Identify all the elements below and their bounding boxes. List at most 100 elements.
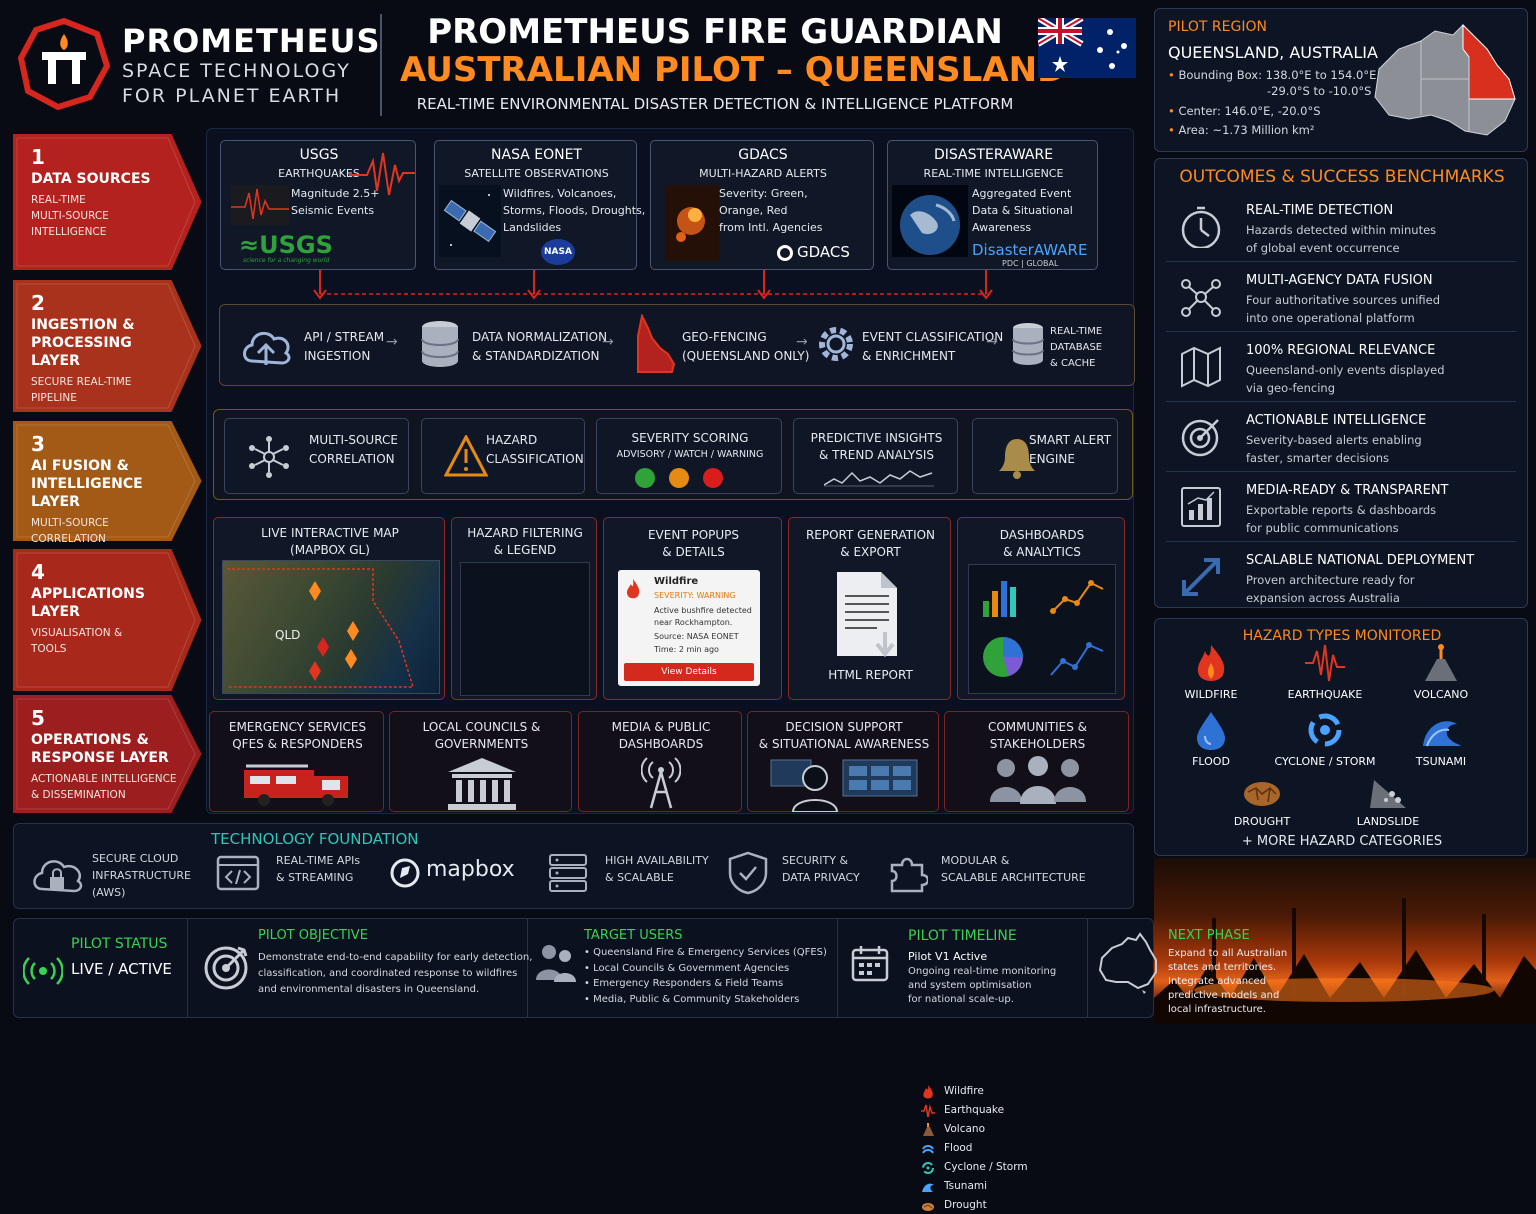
timeline-line-4: for national scale-up. — [908, 994, 1014, 1005]
users-icon — [536, 945, 576, 982]
hazard-type-landslide: LANDSLIDE — [1356, 815, 1420, 828]
tech-item-label: HIGH AVAILABILITY — [605, 854, 709, 867]
outcome-desc: Hazards detected within minutes — [1246, 223, 1437, 237]
gdacs-logo-ring — [777, 245, 793, 261]
hazards-heading: HAZARD TYPES MONITORED — [1242, 628, 1442, 644]
report-card: REPORT GENERATION & EXPORT HTML REPORT — [788, 517, 951, 700]
cloud-upload-icon — [243, 331, 291, 365]
puzzle-piece-icon — [890, 857, 928, 893]
cloud-lock-icon — [33, 860, 83, 893]
outcome-title: MEDIA-READY & TRANSPARENT — [1246, 483, 1449, 498]
layer-title: INGESTION & — [31, 317, 135, 333]
layer-subtitle: ACTIONABLE INTELLIGENCE — [31, 773, 177, 785]
layer-title: INTELLIGENCE — [31, 476, 143, 492]
report-title-2: & EXPORT — [840, 545, 901, 559]
main-subtitle: AUSTRALIAN PILOT – QUEENSLAND — [400, 50, 1066, 90]
fusion-label: ENGINE — [1029, 452, 1075, 466]
australia-map-icon — [1374, 23, 1516, 136]
filter-title-1: HAZARD FILTERING — [467, 526, 583, 540]
operations-card-2[interactable]: LOCAL COUNCILS &GOVERNMENTS — [389, 711, 572, 812]
database-cache-icon — [1012, 323, 1044, 365]
source-subtitle: MULTI-HAZARD ALERTS — [699, 167, 827, 180]
layer-chevron-shape — [13, 280, 202, 412]
target-user-item: • Emergency Responders & Field Teams — [584, 978, 784, 989]
flood-legend-icon — [922, 1145, 934, 1154]
ingestion-step-label: INGESTION — [304, 349, 371, 363]
tech-item-label: & STREAMING — [276, 871, 354, 884]
ingestion-step-label: (QUEENSLAND ONLY) — [682, 349, 810, 363]
operations-label: & SITUATIONAL AWARENESS — [758, 737, 930, 751]
legend-item-flood[interactable]: Flood — [944, 1142, 973, 1154]
brand-tagline-2: FOR PLANET EARTH — [122, 85, 342, 107]
live-map-view[interactable]: QLD — [222, 560, 440, 694]
main-tagline: REAL-TIME ENVIRONMENTAL DISASTER DETECTI… — [416, 95, 1014, 113]
operations-label: DASHBOARDS — [618, 737, 704, 751]
layer-number: 1 — [31, 145, 45, 169]
legend-item-wildfire[interactable]: Wildfire — [944, 1085, 984, 1097]
outcome-desc: faster, smarter decisions — [1246, 451, 1390, 465]
ingestion-step-label: GEO-FENCING — [682, 330, 767, 344]
legend-item-drought[interactable]: Drought — [944, 1199, 987, 1211]
queensland-map-icon — [637, 314, 676, 373]
layer-number: 4 — [31, 560, 45, 584]
ingestion-step-label: REAL-TIME — [1050, 326, 1103, 337]
popup-desc-2: near Rockhampton. — [654, 618, 733, 627]
seismograph-icon — [231, 185, 289, 225]
outcome-desc: of global event occurrence — [1246, 241, 1400, 255]
severity-watch-dot — [669, 468, 689, 488]
hazard-type-volcano: VOLCANO — [1413, 688, 1469, 701]
community-people-icon — [990, 756, 1086, 804]
layer-number: 2 — [31, 291, 45, 315]
legend-item-cyclone-storm[interactable]: Cyclone / Storm — [944, 1161, 1028, 1173]
pilot-region-heading: PILOT REGION — [1168, 19, 1267, 35]
legend-item-volcano[interactable]: Volcano — [944, 1123, 985, 1135]
event-popup[interactable]: Wildfire SEVERITY: WARNING Active bushfi… — [618, 570, 760, 686]
dashboards-card: DASHBOARDS & ANALYTICS — [957, 517, 1125, 700]
view-details-button[interactable]: View Details — [624, 663, 754, 681]
hazard-type-earthquake: EARTHQUAKE — [1287, 688, 1363, 701]
hazard-type-flood: FLOOD — [1192, 755, 1230, 768]
legend-item-earthquake[interactable]: Earthquake — [944, 1104, 1005, 1116]
fusion-card-4[interactable]: PREDICTIVE INSIGHTS& TREND ANALYSIS — [793, 418, 958, 494]
control-room-icon — [770, 759, 918, 812]
operations-label: STAKEHOLDERS — [989, 737, 1086, 751]
earth-globe-icon — [892, 185, 968, 257]
layer-title: LAYER — [31, 604, 80, 620]
layer-subtitle: SECURE REAL-TIME — [31, 376, 132, 388]
layer-title: DATA SOURCES — [31, 171, 151, 187]
outcome-desc: via geo-fencing — [1246, 381, 1335, 395]
operations-card-5[interactable]: COMMUNITIES &STAKEHOLDERS — [944, 711, 1129, 812]
tech-item-label: SECURITY & — [782, 854, 849, 867]
operations-card-4[interactable]: DECISION SUPPORT& SITUATIONAL AWARENESS — [747, 711, 939, 812]
legend-item-tsunami[interactable]: Tsunami — [944, 1180, 988, 1192]
ingestion-panel — [219, 304, 1135, 386]
earthquake-wave-icon — [349, 152, 415, 196]
popup-severity: SEVERITY: WARNING — [654, 591, 736, 600]
layer-subtitle: TOOLS — [31, 643, 67, 655]
fusion-label: ADVISORY / WATCH / WARNING — [616, 449, 764, 460]
mapbox-logo-text: mapbox — [426, 857, 515, 882]
next-line-5: local infrastructure. — [1168, 1004, 1266, 1015]
live-signal-icon — [23, 957, 63, 985]
nasa-logo: NASA — [541, 239, 575, 265]
layer-subtitle: MULTI-SOURCE — [31, 517, 109, 529]
popup-desc-1: Active bushfire detected — [654, 606, 752, 615]
tech-item-label: & SCALABLE — [605, 871, 674, 884]
dashboard-preview[interactable] — [968, 564, 1116, 694]
area-line: • Area: ~1.73 Million km² — [1168, 123, 1315, 137]
hazard-type-drought: DROUGHT — [1233, 815, 1291, 828]
